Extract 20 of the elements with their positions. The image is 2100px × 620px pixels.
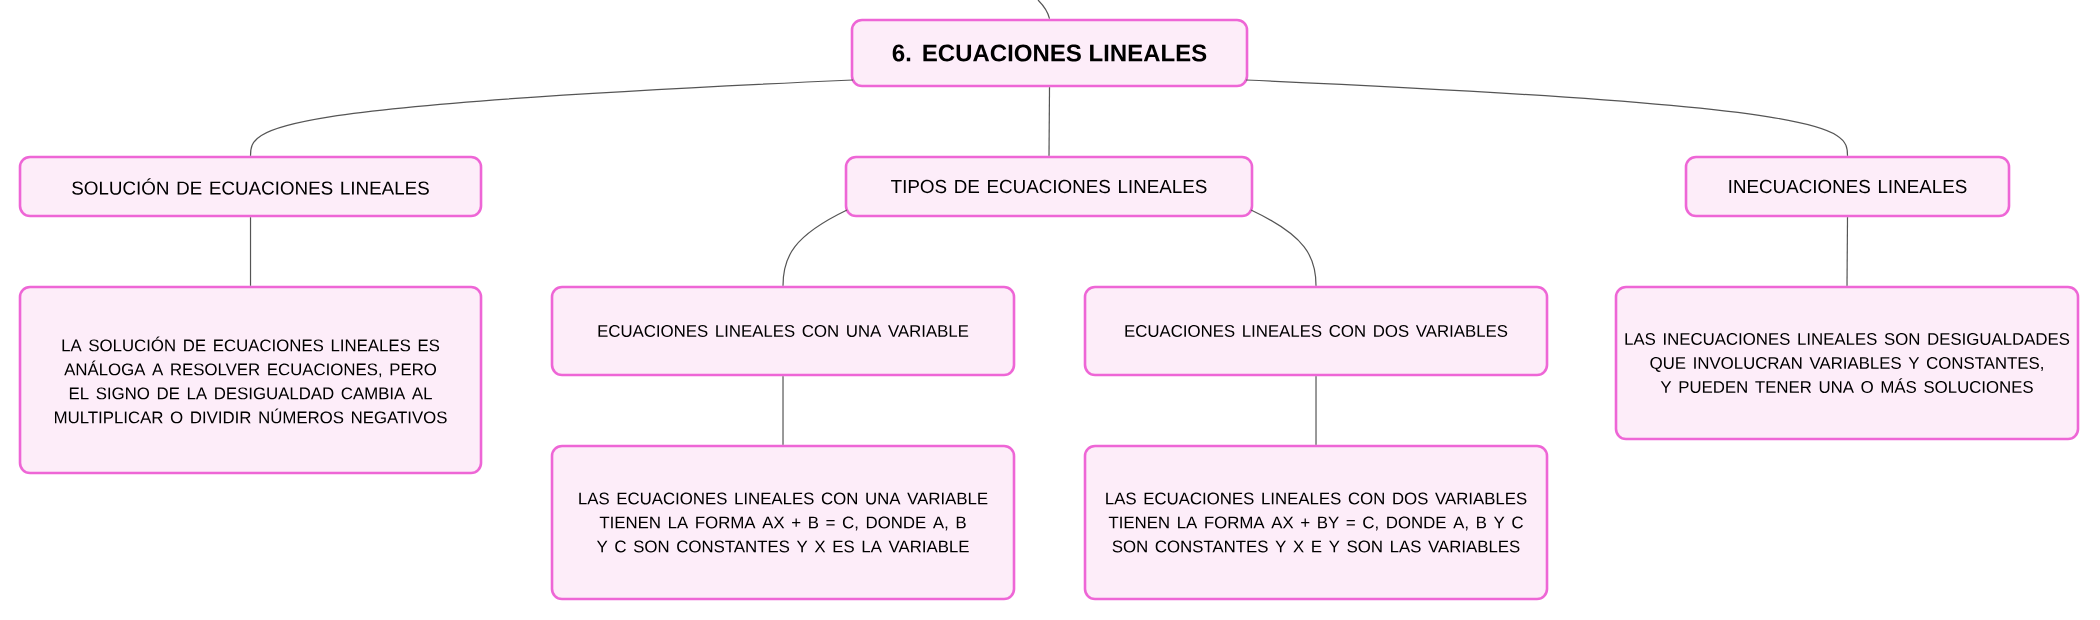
connector-line bbox=[249, 216, 252, 287]
subtopic-box: SOLUCIÓN DE ECUACIONES LINEALES bbox=[18, 155, 483, 218]
connector-line bbox=[1245, 79, 1849, 157]
subtopic-box: ECUACIONES LINEALES CON DOS VARIABLES bbox=[1083, 285, 1549, 377]
connector-line bbox=[1250, 209, 1317, 287]
subtopic-box: TIPOS DE ECUACIONES LINEALES bbox=[844, 155, 1254, 218]
description-box: LAS INECUACIONES LINEALES SON DESIGUALDADES QUE INVOLUCRAN VARIABLES Y CONSTANTES, Y PUEDEN TENER UNA O MÁS SOLUCIONES bbox=[1614, 285, 2080, 441]
connector-line bbox=[1315, 375, 1317, 446]
description-box: LAS ECUACIONES LINEALES CON DOS VARIABLES TIENEN LA FORMA AX + BY = C, DONDE A, B Y C SON CONSTANTES Y X E Y SON LAS VARIABLES bbox=[1083, 444, 1549, 601]
subtopic-box: INECUACIONES LINEALES bbox=[1684, 155, 2011, 218]
description-box: LA SOLUCIÓN DE ECUACIONES LINEALES ES ANÁLOGA A RESOLVER ECUACIONES, PERO EL SIGNO DE LA DESIGUALDAD CAMBIA AL MULTIPLICAR O DIVIDIR NÚMEROS NEGATIVOS bbox=[18, 285, 483, 475]
connector-line bbox=[1846, 216, 1849, 287]
connector-line bbox=[782, 209, 848, 287]
connector-line bbox=[1048, 86, 1051, 157]
connector-line bbox=[782, 375, 784, 446]
connector-line bbox=[249, 79, 854, 157]
description-box: LAS ECUACIONES LINEALES CON UNA VARIABLE TIENEN LA FORMA AX + B = C, DONDE A, B Y C SON CONSTANTES Y X ES LA VARIABLE bbox=[550, 444, 1016, 601]
topic-box: 6. ECUACIONES LINEALES bbox=[850, 18, 1249, 88]
connector-line bbox=[1037, 0, 1051, 20]
subtopic-box: ECUACIONES LINEALES CON UNA VARIABLE bbox=[550, 285, 1016, 377]
